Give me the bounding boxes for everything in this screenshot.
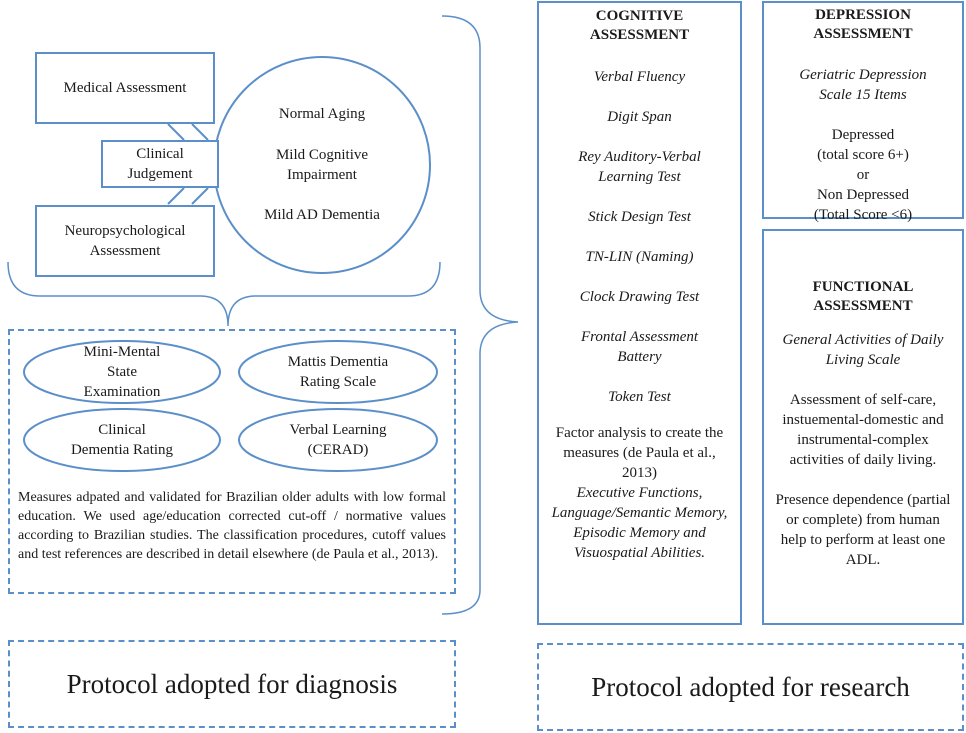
test-stick-design: Stick Design Test (588, 209, 691, 225)
ellipse-cerad (238, 408, 438, 472)
test-clock-drawing: Clock Drawing Test (579, 289, 700, 305)
functional-assessment-box: FUNCTIONAL ASSESSMENT General Activities… (762, 229, 964, 625)
ellipse-mattis (238, 340, 438, 404)
test-fab: Frontal Assessment Battery (580, 329, 699, 365)
test-digit-span: Digit Span (607, 109, 672, 125)
medical-assessment-box: Medical Assessment (35, 52, 215, 124)
functional-title: FUNCTIONAL ASSESSMENT (812, 279, 914, 314)
connector-judgement-neuro (167, 187, 185, 205)
factor-measures: Executive Functions, Language/Semantic M… (551, 485, 728, 561)
diagnosis-note: Measures adpated and validated for Brazi… (18, 490, 446, 562)
medical-assessment-label: Medical Assessment (63, 80, 187, 96)
research-protocol-label: Protocol adopted for research (591, 671, 910, 702)
test-tn-lin: TN-LIN (Naming) (585, 249, 694, 265)
diagnosis-protocol-box: Protocol adopted for diagnosis (8, 640, 456, 728)
horizontal-brace (7, 261, 441, 327)
test-ravlt: Rey Auditory-Verbal Learning Test (578, 149, 701, 185)
clinical-judgement-box: Clinical Judgement (101, 140, 219, 188)
vertical-brace (441, 15, 519, 615)
ellipse-cdr (23, 408, 221, 472)
depression-scale: Geriatric Depression Scale 15 Items (799, 67, 927, 103)
instrument-cerad: Verbal Learning (CERAD) (289, 422, 387, 458)
cognitive-assessment-box: COGNITIVE ASSESSMENT Verbal Fluency Digi… (537, 1, 742, 625)
factor-analysis-text: Factor analysis to create the measures (… (555, 425, 724, 481)
outcome-normal-aging: Normal Aging (278, 106, 366, 122)
diagnosis-instruments-panel (8, 329, 456, 594)
test-token: Token Test (608, 389, 671, 405)
functional-description-dependence: Presence dependence (partial or complete… (775, 492, 951, 568)
neuropsychological-assessment-box: Neuropsychological Assessment (35, 205, 215, 277)
clinical-judgement-label: Clinical Judgement (127, 146, 193, 182)
connector-medical-judgement (167, 123, 185, 141)
ellipse-mmse (23, 340, 221, 404)
outcome-mci: Mild Cognitive Impairment (275, 147, 369, 183)
instrument-mattis: Mattis Dementia Rating Scale (287, 354, 389, 390)
connector-judgement-neuro-2 (191, 187, 209, 205)
research-protocol-box: Protocol adopted for research (537, 643, 964, 731)
test-verbal-fluency: Verbal Fluency (593, 69, 686, 85)
depression-title: DEPRESSION ASSESSMENT (813, 7, 913, 42)
neuropsychological-assessment-label: Neuropsychological Assessment (64, 223, 186, 259)
depression-assessment-box: DEPRESSION ASSESSMENT Geriatric Depressi… (762, 1, 964, 223)
functional-description-adl: Assessment of self-care, instuemental-do… (782, 392, 944, 468)
connector-medical-judgement-2 (191, 123, 209, 141)
diagnosis-protocol-label: Protocol adopted for diagnosis (66, 668, 398, 699)
outcome-mild-ad: Mild AD Dementia (264, 207, 380, 223)
instrument-cdr: Clinical Dementia Rating (70, 422, 174, 458)
instrument-mmse: Mini-Mental State Examination (83, 344, 161, 400)
depression-criteria: Depressed (total score 6+) or Non Depres… (813, 127, 913, 223)
cognitive-title: COGNITIVE ASSESSMENT (589, 8, 690, 43)
functional-scale: General Activities of Daily Living Scale (782, 332, 944, 368)
